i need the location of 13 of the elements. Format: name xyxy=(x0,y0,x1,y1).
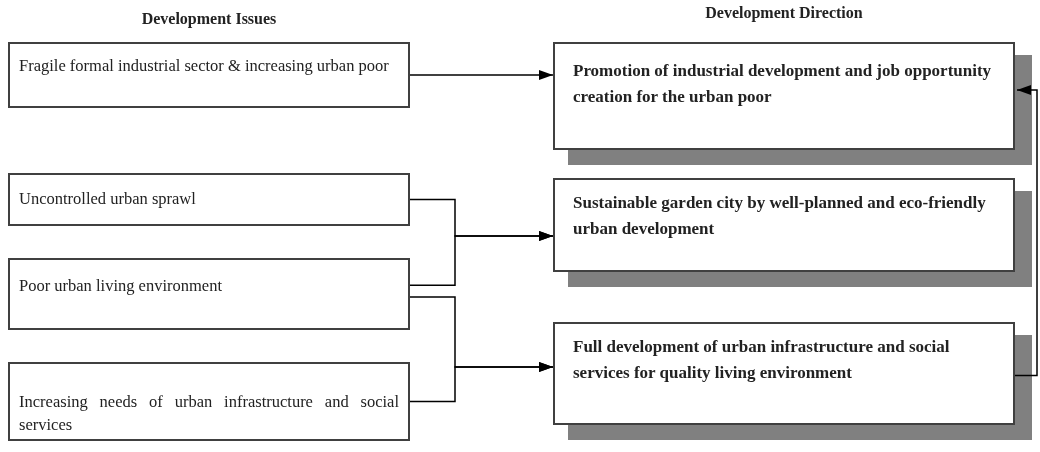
issue-box: Increasing needs of urban infrastructure and social services xyxy=(8,362,410,441)
direction-box: Promotion of industrial development and job opportunity creation for the urban poor xyxy=(553,42,1015,150)
column-heading: Development Direction xyxy=(704,3,864,24)
column-heading: Development Issues xyxy=(140,9,278,30)
issue-box: Uncontrolled urban sprawl xyxy=(8,173,410,226)
issue-box: Poor urban living environment xyxy=(8,258,410,330)
issue-box: Fragile formal industrial sector & increasing urban poor xyxy=(8,42,410,108)
arrow xyxy=(409,70,554,80)
direction-box: Full development of urban infrastructure and social services for quality living environment xyxy=(553,322,1015,425)
arrow xyxy=(409,231,554,287)
arrow xyxy=(1014,85,1038,377)
arrow xyxy=(409,362,554,403)
direction-box: Sustainable garden city by well-planned and eco-friendly urban development xyxy=(553,178,1015,272)
